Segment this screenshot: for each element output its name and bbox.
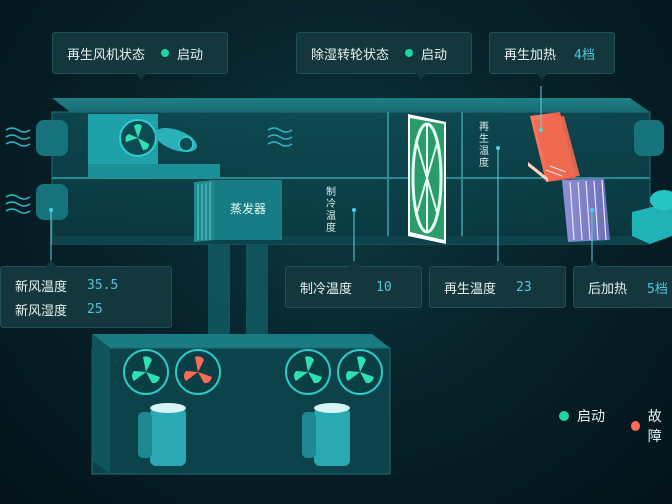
callout-arrow <box>587 260 599 267</box>
desiccant-wheel-icon <box>408 114 446 244</box>
regen-fan-status-card[interactable]: 再生风机状态 启动 <box>52 32 228 80</box>
evaporator-icon <box>194 180 282 242</box>
regen-heat-value: 4档 <box>574 47 595 63</box>
fresh-air-card[interactable]: 新风温度 35.5 新风湿度 25 <box>0 260 172 328</box>
fresh-air-temp-label: 新风温度 <box>15 279 68 295</box>
refrigerant-pipes <box>208 244 268 336</box>
airflow-icons <box>5 127 293 214</box>
cool-temp-vertical-label: 制冷温度 <box>326 187 336 234</box>
run-status-icon <box>405 49 414 57</box>
cool-temp-label: 制冷温度 <box>300 281 353 297</box>
post-heater-icon <box>562 178 610 242</box>
callout-arrow <box>135 73 147 80</box>
regen-temp-label: 再生温度 <box>444 281 497 297</box>
post-heat-card[interactable]: 后加热 5档 <box>573 260 672 308</box>
regen-temp-vertical-label: 再生温度 <box>479 122 489 169</box>
leader-lines <box>50 86 593 262</box>
callout-arrow <box>493 260 505 267</box>
callout-arrow <box>45 260 57 267</box>
callout-arrow <box>349 260 361 267</box>
fresh-air-temp-value: 35.5 <box>87 277 119 293</box>
post-heat-probe-icon <box>590 208 594 212</box>
cool-temp-value: 10 <box>376 279 392 295</box>
regen-fan-icon <box>88 114 220 178</box>
regen-fan-status-label: 再生风机状态 <box>67 47 146 63</box>
legend-run-label: 启动 <box>577 409 605 425</box>
desiccant-wheel-status-value: 启动 <box>421 47 448 63</box>
fresh-air-humidity-value: 25 <box>87 301 103 317</box>
cool-temp-probe-icon <box>352 208 356 212</box>
regen-heat-label: 再生加热 <box>504 47 557 63</box>
post-heat-label: 后加热 <box>588 281 628 297</box>
run-status-icon <box>161 49 170 57</box>
post-heat-value: 5档 <box>647 281 668 297</box>
cool-temp-card[interactable]: 制冷温度 10 <box>285 260 422 308</box>
desiccant-wheel-status-card[interactable]: 除湿转轮状态 启动 <box>296 32 472 80</box>
regen-fan-status-value: 启动 <box>177 47 204 63</box>
legend-fault-label: 故障 <box>647 409 662 445</box>
regen-temp-probe-icon <box>496 146 500 150</box>
regen-temp-card[interactable]: 再生温度 23 <box>429 260 566 308</box>
fresh-air-probe-icon <box>49 208 53 212</box>
compressor-unit <box>91 334 391 475</box>
legend-fault: 故障 <box>631 406 672 446</box>
callout-arrow <box>536 73 548 80</box>
desiccant-wheel-status-label: 除湿转轮状态 <box>311 47 390 63</box>
evaporator-label: 蒸发器 <box>229 202 266 216</box>
fresh-air-humidity-label: 新风湿度 <box>15 303 68 319</box>
regen-temp-value: 23 <box>516 279 532 295</box>
legend-run: 启动 <box>559 406 605 426</box>
callout-arrow <box>415 73 427 80</box>
regen-heat-card[interactable]: 再生加热 4档 <box>489 32 615 80</box>
duct-caps <box>36 120 664 220</box>
regen-heat-probe-icon <box>539 128 543 132</box>
fault-legend-icon <box>631 421 640 431</box>
supply-fan-icon <box>632 190 672 244</box>
run-legend-icon <box>559 411 569 421</box>
